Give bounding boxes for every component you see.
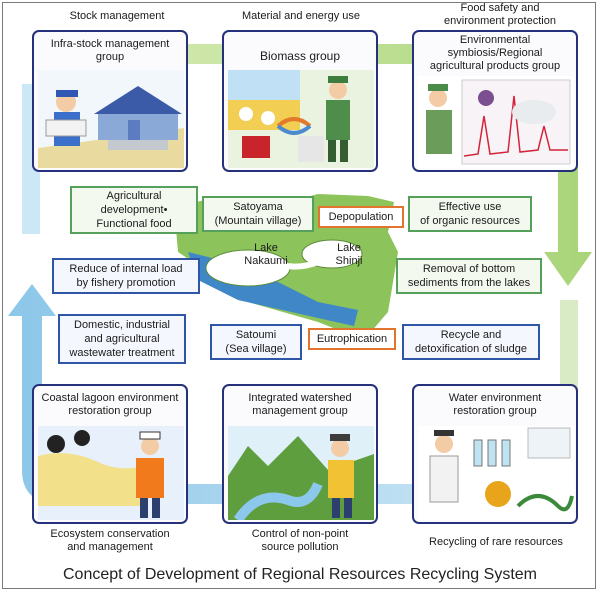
depopulation-label: Depopulation — [318, 206, 404, 228]
lake-shinji-label: Lake Shinji — [335, 242, 363, 267]
water-illustration — [418, 426, 574, 520]
infra-stock-group: Infra-stock management group — [32, 30, 188, 172]
watershed-group: Integrated watershed management group — [222, 384, 378, 524]
symbiosis-title: Environmental symbiosis/Regional agricul… — [429, 34, 561, 72]
sludge-recycle-label: Recycle and detoxification of sludge — [402, 324, 540, 360]
coastal-lagoon-group: Coastal lagoon environment restoration g… — [32, 384, 188, 524]
agri-development-label: Agricultural development• Functional foo… — [70, 186, 198, 234]
infra-illustration — [38, 70, 184, 168]
caption-material-energy: Material and energy use — [241, 10, 360, 22]
caption-ecosystem: Ecosystem conservation and management — [50, 528, 170, 553]
biomass-title: Biomass group — [259, 49, 341, 63]
satoyama-label: Satoyama (Mountain village) — [202, 196, 314, 232]
infra-stock-title: Infra-stock management group — [50, 38, 170, 63]
watershed-title: Integrated watershed management group — [248, 392, 352, 417]
caption-food-safety: Food safety and environment protection — [444, 2, 556, 27]
eutrophication-label: Eutrophication — [308, 328, 396, 350]
biomass-illustration — [228, 70, 374, 168]
diagram-frame — [2, 2, 596, 589]
water-environment-group: Water environment restoration group — [412, 384, 578, 524]
organic-resources-label: Effective use of organic resources — [408, 196, 532, 232]
caption-rare-resources: Recycling of rare resources — [429, 536, 563, 548]
main-title: Concept of Development of Regional Resou… — [62, 566, 537, 583]
caption-stock-management: Stock management — [69, 10, 165, 22]
symbiosis-illustration — [418, 76, 574, 168]
internal-load-label: Reduce of internal load by fishery promo… — [52, 258, 200, 294]
lake-nakaumi-label: Lake Nakaumi — [244, 242, 288, 267]
coastal-lagoon-title: Coastal lagoon environment restoration g… — [41, 392, 179, 417]
biomass-group: Biomass group — [222, 30, 378, 172]
removal-sediments-label: Removal of bottom sediments from the lak… — [396, 258, 542, 294]
caption-non-point: Control of non-point source pollution — [251, 528, 349, 553]
wastewater-label: Domestic, industrial and agricultural wa… — [58, 314, 186, 364]
coastal-illustration — [38, 426, 184, 520]
satoumi-label: Satoumi (Sea village) — [210, 324, 302, 360]
watershed-illustration — [228, 426, 374, 520]
symbiosis-group: Environmental symbiosis/Regional agricul… — [412, 30, 578, 172]
water-environment-title: Water environment restoration group — [448, 392, 542, 417]
